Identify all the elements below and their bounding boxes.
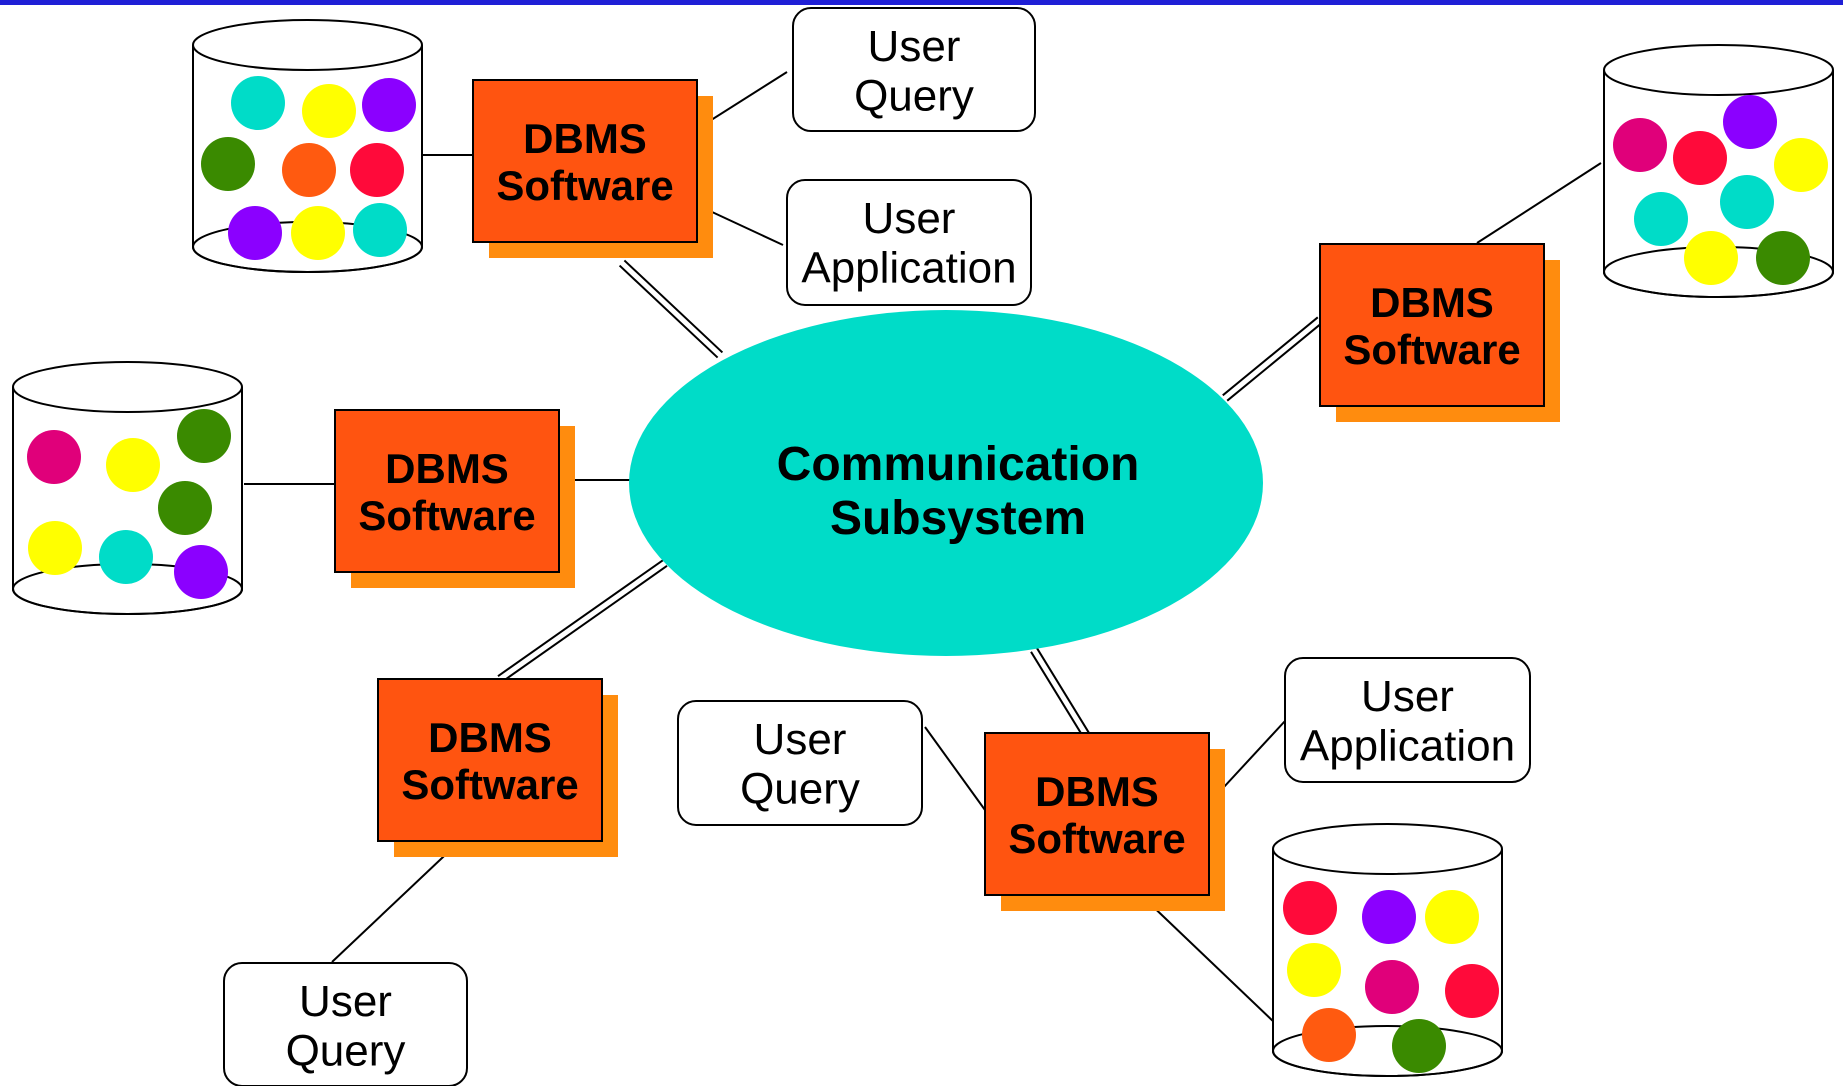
database-cylinder-left xyxy=(12,361,243,615)
user-label-line1: User xyxy=(754,715,847,764)
link-hub-dbms-top-left xyxy=(618,259,724,359)
link-hub-dbms-bottom-left xyxy=(497,559,668,683)
data-ball xyxy=(1723,95,1777,149)
data-ball xyxy=(350,143,404,197)
data-ball xyxy=(99,530,153,584)
data-ball xyxy=(291,206,345,260)
dbms-label-line1: DBMS xyxy=(1370,279,1494,326)
data-ball xyxy=(1684,231,1738,285)
data-ball xyxy=(1756,231,1810,285)
database-cylinder-bottom-right xyxy=(1272,823,1503,1077)
dbms-label-line2: Software xyxy=(496,162,673,209)
data-ball xyxy=(1287,943,1341,997)
dbms-label-line1: DBMS xyxy=(428,714,552,761)
data-ball xyxy=(174,545,228,599)
data-ball xyxy=(1362,890,1416,944)
data-ball xyxy=(1445,964,1499,1018)
data-ball xyxy=(28,521,82,575)
data-ball xyxy=(106,438,160,492)
user-label-line1: User xyxy=(868,22,961,71)
data-ball xyxy=(1720,175,1774,229)
data-ball xyxy=(1392,1019,1446,1073)
data-ball xyxy=(27,430,81,484)
link-hub-dbms-bottom-right xyxy=(1030,647,1092,741)
data-ball xyxy=(1774,138,1828,192)
link-db-right xyxy=(1476,162,1602,244)
dbms-label-line2: Software xyxy=(401,761,578,808)
user-label-line1: User xyxy=(863,194,956,243)
data-ball xyxy=(231,76,285,130)
dbms-label-line1: DBMS xyxy=(523,115,647,162)
user-label-line2: Query xyxy=(854,71,974,120)
top-accent-bar xyxy=(0,0,1843,5)
dbms-label-line2: Software xyxy=(1008,815,1185,862)
link-user-query-bottom-left xyxy=(331,840,461,963)
hub-label-line1: Communication xyxy=(777,438,1140,491)
data-ball xyxy=(1634,192,1688,246)
link-db-bottom-right xyxy=(1143,897,1276,1024)
hub-label-line2: Subsystem xyxy=(830,492,1086,545)
data-ball xyxy=(1283,881,1337,935)
data-ball xyxy=(158,481,212,535)
data-ball xyxy=(353,203,407,257)
user-label-line2: Application xyxy=(1300,721,1515,770)
data-ball xyxy=(228,206,282,260)
dbms-label-line2: Software xyxy=(1343,326,1520,373)
user-label-line1: User xyxy=(1361,672,1454,721)
data-ball xyxy=(282,143,336,197)
user-label-line1: User xyxy=(299,977,392,1026)
data-ball xyxy=(1302,1008,1356,1062)
user-label-line2: Query xyxy=(740,764,860,813)
dbms-label-line1: DBMS xyxy=(1035,768,1159,815)
database-cylinder-right xyxy=(1603,44,1834,298)
dbms-label-line1: DBMS xyxy=(385,445,509,492)
link-user-query-bottom-mid xyxy=(924,726,986,811)
database-cylinder-top-left xyxy=(192,19,423,273)
data-ball xyxy=(1365,960,1419,1014)
data-ball xyxy=(177,409,231,463)
dbms-label-line2: Software xyxy=(358,492,535,539)
data-ball xyxy=(201,137,255,191)
data-ball xyxy=(1613,118,1667,172)
data-ball xyxy=(362,78,416,132)
data-ball xyxy=(1673,131,1727,185)
link-hub-dbms-right xyxy=(1222,316,1323,402)
data-ball xyxy=(302,84,356,138)
user-label-line2: Query xyxy=(286,1026,406,1075)
user-label-line2: Application xyxy=(801,243,1016,292)
data-ball xyxy=(1425,890,1479,944)
